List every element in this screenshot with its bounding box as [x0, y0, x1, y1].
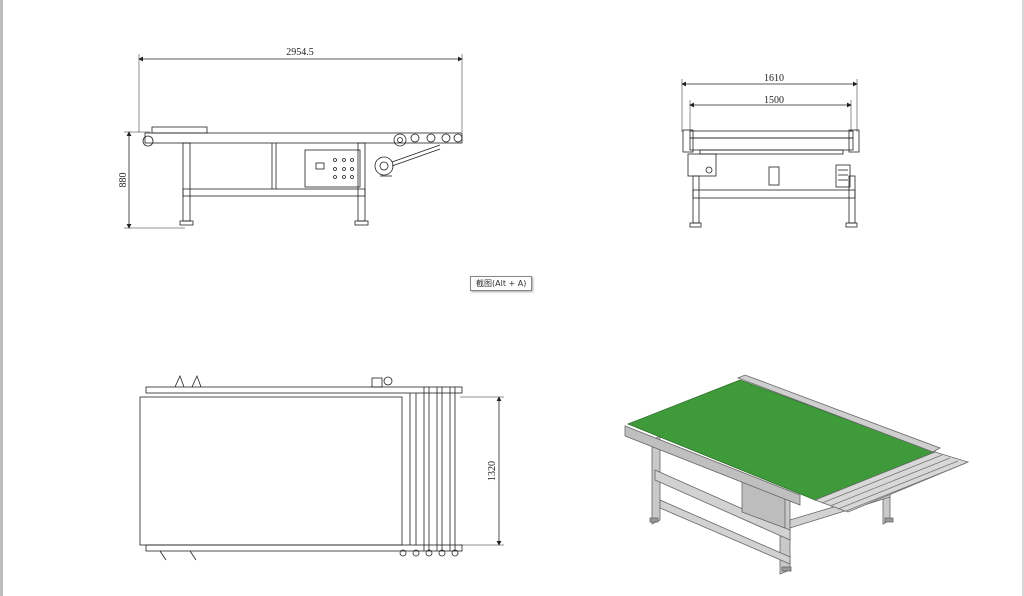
side-inner-width-dimension: 1500	[689, 95, 852, 132]
front-foot-right	[354, 220, 369, 226]
side-bracket-right	[848, 129, 860, 153]
side-bracket-left	[682, 129, 694, 153]
window-left-border	[0, 0, 3, 596]
top-side-rail-lower	[145, 544, 463, 552]
front-height-label: 880	[118, 173, 129, 188]
front-drive-sprocket	[393, 133, 407, 147]
iso-back-rail	[736, 374, 941, 453]
iso-roller-1	[821, 454, 943, 504]
front-leg-left	[182, 142, 191, 222]
side-outer-width-label: 1610	[764, 73, 784, 84]
side-outer-width-dimension: 1610	[681, 73, 858, 132]
front-belt-frame	[144, 132, 463, 144]
iso-roller-3	[837, 460, 959, 510]
side-center-clamp	[768, 166, 780, 186]
front-foot-left	[179, 220, 194, 226]
top-view: 1320	[139, 374, 504, 561]
front-leg-right	[357, 142, 366, 222]
iso-roller-2	[829, 457, 951, 507]
side-motor-box	[687, 153, 717, 177]
front-top-guard	[151, 126, 208, 134]
top-belt-surface	[139, 396, 403, 546]
side-inner-width-label: 1500	[764, 95, 784, 106]
top-width-label: 1320	[487, 461, 498, 481]
top-motor-block	[371, 377, 383, 388]
isometric-view	[624, 374, 970, 575]
iso-roller-4	[845, 462, 967, 512]
side-leg-left	[692, 175, 700, 224]
front-control-box	[304, 149, 361, 188]
side-control-box	[835, 164, 851, 188]
front-tension-arm	[391, 148, 441, 167]
front-view: 2954.5 880	[118, 47, 463, 229]
top-side-rail-upper	[145, 386, 463, 394]
side-crossbar	[692, 189, 856, 199]
top-width-dimension: 1320	[460, 396, 504, 546]
front-head-pulley	[142, 135, 154, 147]
front-length-label: 2954.5	[286, 47, 314, 58]
iso-side-rail	[624, 425, 801, 506]
front-motor	[374, 156, 394, 176]
side-belt-top	[689, 130, 854, 139]
top-guide-brackets	[174, 374, 202, 388]
screenshot-tooltip: 截图(Alt + A)	[470, 276, 533, 291]
front-height-dimension: 880	[118, 131, 185, 229]
side-view: 1610 1500	[681, 73, 860, 228]
front-length-dimension: 2954.5	[138, 47, 463, 132]
front-crossbar	[182, 188, 366, 197]
window-right-border	[1022, 0, 1024, 596]
